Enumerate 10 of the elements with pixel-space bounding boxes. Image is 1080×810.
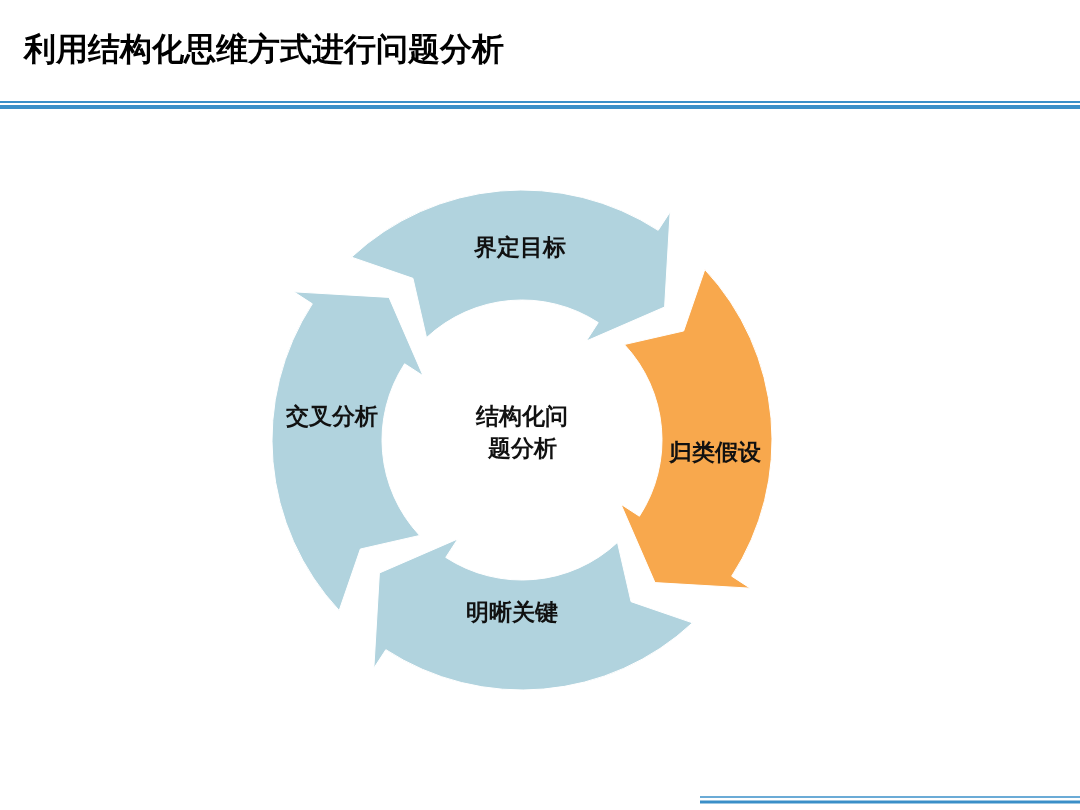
segment-label: 界定目标 [474,232,566,262]
arrow-segment [620,269,772,589]
segment-label: 交叉分析 [286,401,378,431]
segment-label: 归类假设 [669,437,761,467]
arrow-segment [351,190,671,342]
arrow-segment [272,291,424,611]
arrow-segment [373,538,693,690]
center-label: 结构化问题分析 [467,400,577,464]
title: 利用结构化思维方式进行问题分析 [24,29,504,70]
segment-label: 明晰关键 [466,597,558,627]
